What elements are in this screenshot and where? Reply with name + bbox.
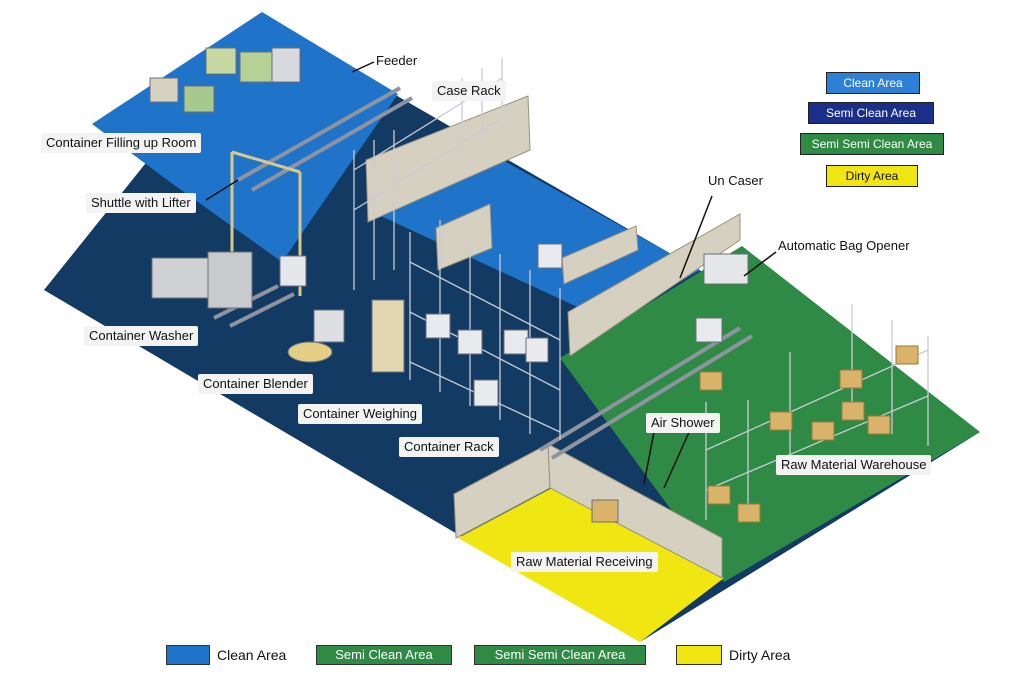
legend-semi-semi-clean-swatch: Semi Semi Clean Area (474, 645, 646, 665)
legend-clean-swatch (166, 645, 210, 665)
legend-dirty: Dirty Area (676, 644, 790, 666)
label-container-filling-room: Container Filling up Room (41, 133, 202, 153)
key-semi-semi-clean-area: Semi Semi Clean Area (800, 133, 944, 155)
label-shuttle-with-lifter: Shuttle with Lifter (86, 193, 196, 213)
legend-dirty-label: Dirty Area (729, 647, 791, 663)
material-boxes (699, 345, 919, 523)
label-un-caser: Un Caser (708, 173, 763, 188)
warehouse-racks (705, 304, 929, 520)
legend-clean-label: Clean Area (217, 647, 287, 663)
partition-walls (365, 95, 741, 579)
label-air-shower: Air Shower (646, 413, 720, 433)
conveyor-lines (213, 86, 754, 460)
legend-dirty-swatch (676, 645, 722, 665)
label-raw-material-warehouse: Raw Material Warehouse (776, 455, 932, 475)
clean-floor-filling-room (92, 12, 398, 262)
machines (149, 47, 749, 523)
label-container-rack: Container Rack (399, 437, 499, 457)
label-container-weighing: Container Weighing (298, 404, 422, 424)
legend-semi-clean-swatch: Semi Clean Area (316, 645, 452, 665)
leader-lines (205, 61, 777, 489)
legend-semi-semi-clean: Semi Semi Clean Area (474, 644, 646, 666)
legend-clean: Clean Area (166, 644, 286, 666)
label-container-blender: Container Blender (198, 374, 313, 394)
label-raw-material-receiving: Raw Material Receiving (511, 552, 658, 572)
key-semi-clean-area: Semi Clean Area (808, 102, 934, 124)
key-clean-area: Clean Area (826, 72, 920, 94)
legend-semi-clean: Semi Clean Area (316, 644, 452, 666)
label-container-washer: Container Washer (84, 326, 199, 346)
label-case-rack: Case Rack (432, 81, 506, 101)
label-automatic-bag-opener: Automatic Bag Opener (778, 238, 910, 253)
label-feeder: Feeder (376, 53, 418, 68)
key-dirty-area: Dirty Area (826, 165, 918, 187)
